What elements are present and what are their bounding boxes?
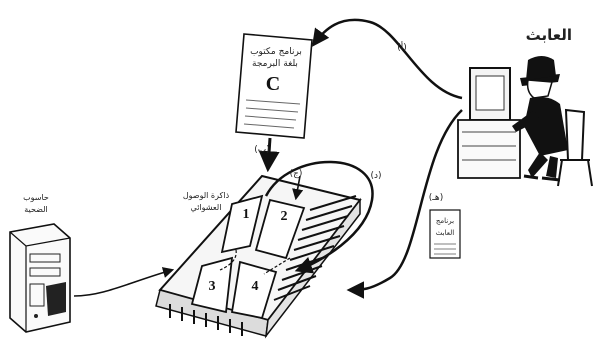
ram-label-line2: العشوائي: [191, 203, 222, 212]
arrow-victim-to-ram: [74, 270, 172, 296]
source-doc-line2: بلغة البرمجة: [252, 59, 298, 69]
attacker-label: العابث: [526, 26, 572, 44]
memory-block-1-label: 1: [243, 207, 250, 222]
source-doc-line1: برنامج مكتوب: [250, 47, 302, 57]
victim-label-line2: الضحية: [24, 205, 47, 214]
step-tag-c: (ج): [290, 169, 303, 179]
step-tag-e: (هـ): [429, 193, 443, 203]
victim-label-line1: حاسوب: [23, 193, 49, 202]
attacker-program-line1: برنامج: [436, 217, 454, 225]
step-tag-a: (أ): [397, 41, 407, 53]
step-tag-d: (د): [370, 171, 381, 181]
step-tag-b: (ب): [254, 145, 270, 155]
source-doc-language: C: [266, 73, 280, 95]
victim-computer: [10, 224, 70, 332]
ram-label-line1: ذاكرة الوصول: [183, 191, 230, 200]
arrow-attacker-to-ram: [350, 110, 462, 290]
attacker-illustration: [458, 56, 592, 186]
memory-block-4-label: 4: [252, 279, 259, 294]
arrow-attacker-to-source: [314, 20, 462, 98]
memory-block-3-label: 3: [209, 279, 216, 294]
memory-block-2-label: 2: [281, 209, 288, 224]
attacker-program-line2: العابث: [436, 229, 454, 237]
